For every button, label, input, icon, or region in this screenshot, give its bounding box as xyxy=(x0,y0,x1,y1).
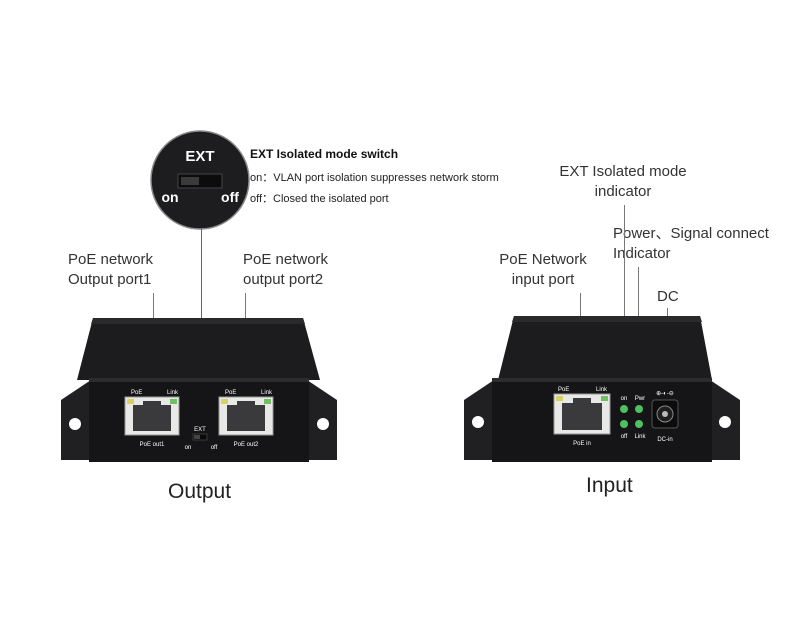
input-link-label: Link xyxy=(596,387,608,393)
zoom-ext-label: EXT xyxy=(185,148,214,165)
port1-poe-label: PoE xyxy=(131,390,142,396)
zoom-on-description: on：VLAN port isolation suppresses networ… xyxy=(250,172,499,184)
callout-dc: DC xyxy=(657,288,679,305)
callout-output-port1: PoE network Output port1 xyxy=(68,251,154,288)
zoom-off-description: off：Closed the isolated port xyxy=(250,193,389,205)
callout-input-port: PoE Network input port xyxy=(499,251,587,288)
port2-link-label: Link xyxy=(261,390,273,396)
input-device-labels: PoE Link PoE in on Pwr off Link ⊕-◐-⊖ DC… xyxy=(558,387,674,447)
zoom-title: EXT Isolated mode switch xyxy=(250,147,399,161)
callout-ext-indicator: EXT Isolated mode indicator xyxy=(559,163,687,200)
ext-switch-zoom: EXT on off xyxy=(150,130,250,230)
dc-in-label: DC-in xyxy=(657,437,672,443)
callout-power-indicator: Power、Signal connect Indicator xyxy=(613,225,769,262)
led-link-label: Link xyxy=(634,434,646,440)
callout-output-port2: PoE network output port2 xyxy=(243,251,329,288)
output-caption: Output xyxy=(168,480,232,503)
input-poe-label: PoE xyxy=(558,387,569,393)
leader-line-ext xyxy=(624,205,625,401)
port2-name-label: PoE out2 xyxy=(234,442,259,448)
dc-symbol: ⊕-◐-⊖ xyxy=(656,391,674,397)
input-caption: Input xyxy=(586,474,633,497)
port2-poe-label: PoE xyxy=(225,390,236,396)
port1-name-label: PoE out1 xyxy=(140,442,165,448)
zoom-on-label: on xyxy=(161,189,178,205)
switch-on-label: on xyxy=(185,445,192,451)
input-port-name: PoE in xyxy=(573,441,591,447)
led-pwr-label: Pwr xyxy=(635,396,645,402)
port1-link-label: Link xyxy=(167,390,179,396)
led-off-label: off xyxy=(621,434,628,440)
input-device xyxy=(464,316,740,462)
output-device-labels: PoE Link PoE out1 PoE Link PoE out2 EXT … xyxy=(131,390,273,451)
switch-ext-label: EXT xyxy=(194,427,206,433)
switch-off-label: off xyxy=(211,445,218,451)
zoom-off-label: off xyxy=(221,189,239,205)
output-device xyxy=(61,318,337,462)
led-on-label: on xyxy=(621,396,628,402)
